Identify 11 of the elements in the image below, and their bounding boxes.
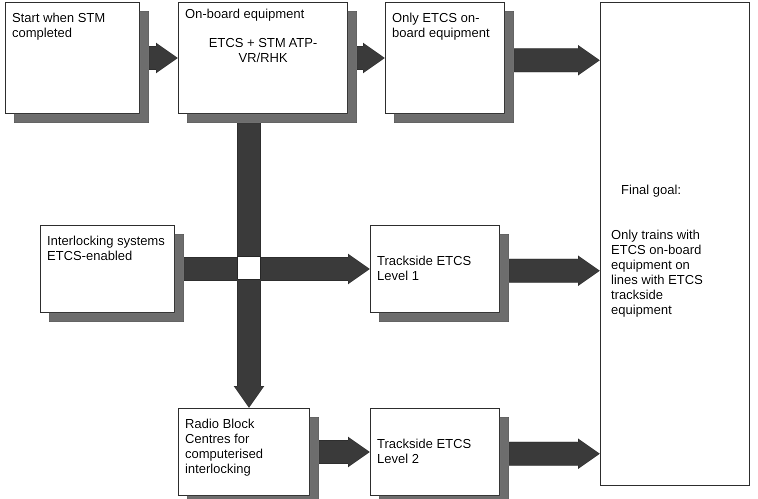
box-text: Interlocking systems ETCS-enabled — [47, 234, 166, 264]
box-text: Radio Block Centres for computerised interlocking — [185, 417, 264, 477]
box-text: Start when STM completed — [12, 11, 106, 41]
goal-heading: Final goal: — [620, 183, 682, 198]
box-text: ETCS + STM ATP-VR/RHK — [208, 36, 318, 66]
goal-text: Only trains with ETCS on-board equipment on lines with ETCS trackside equipment — [611, 228, 704, 318]
box-text: Trackside ETCS Level 2 — [377, 437, 472, 467]
box-heading: On-board equipment — [185, 7, 306, 22]
box-text: Only ETCS on-board equipment — [392, 11, 491, 41]
box-text: Trackside ETCS Level 1 — [377, 254, 472, 284]
final-goal-box — [600, 2, 750, 486]
